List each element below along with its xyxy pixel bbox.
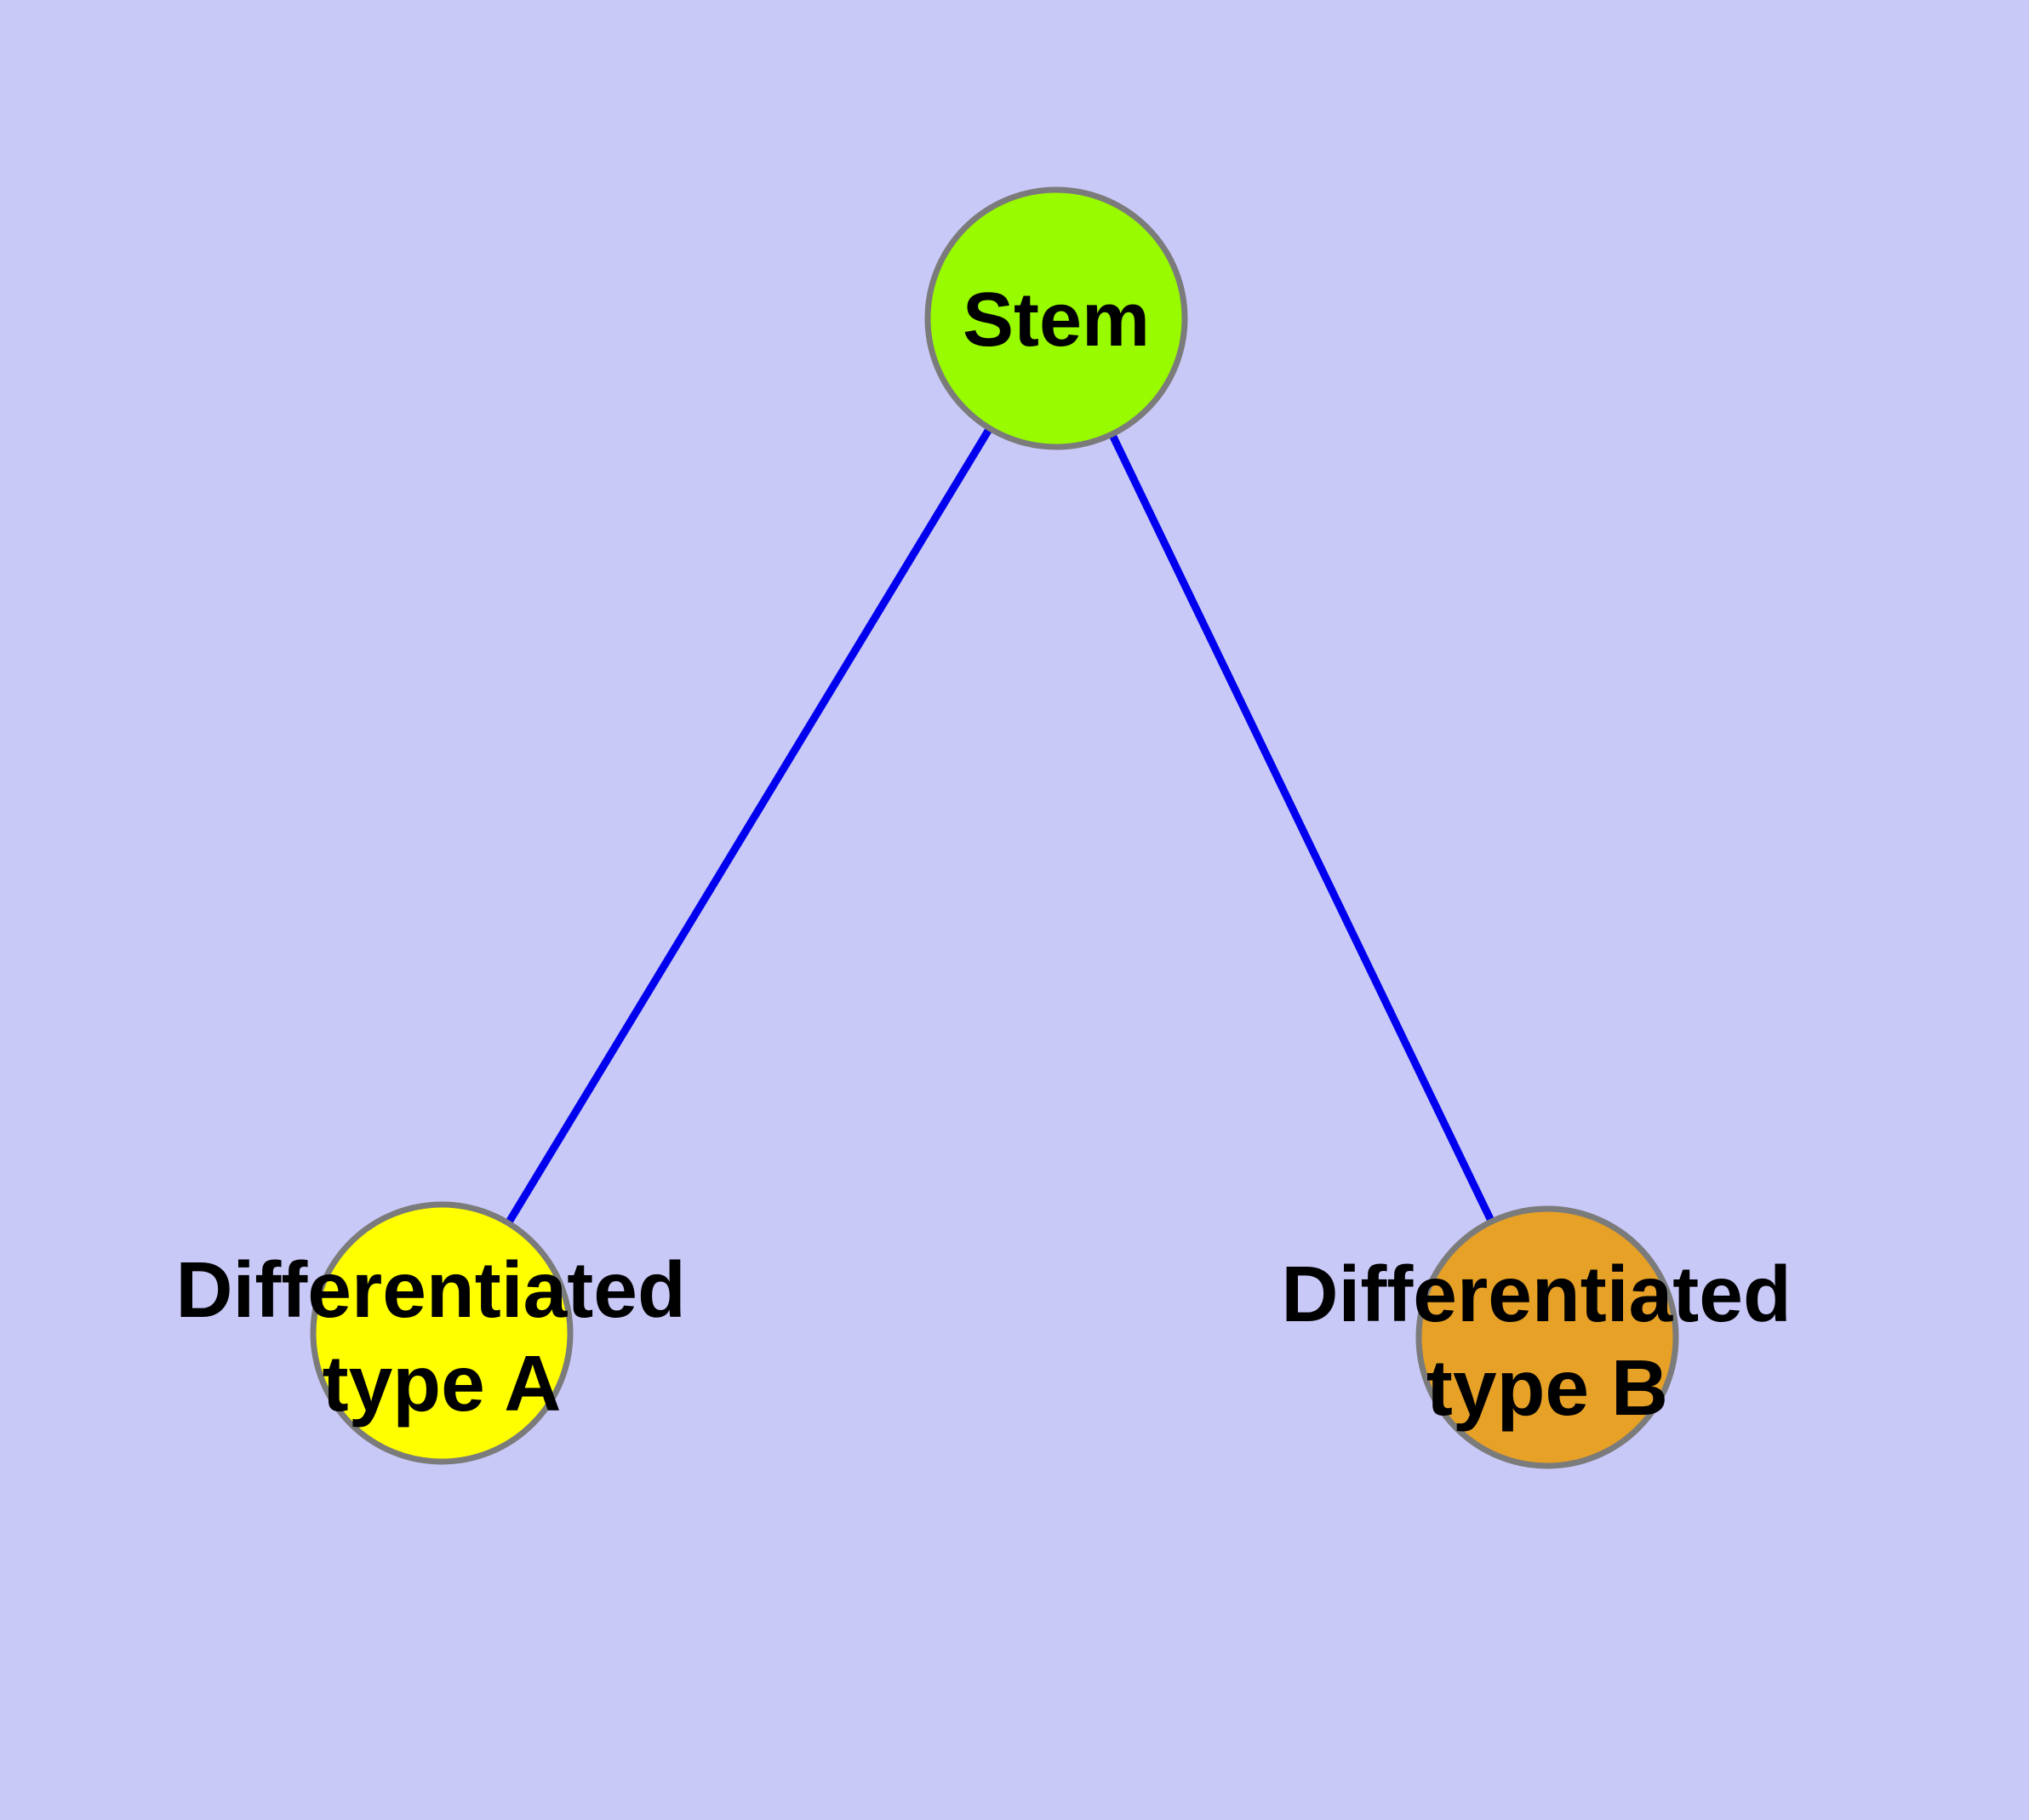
node-type-b-label-line2: type B bbox=[1426, 1343, 1668, 1432]
node-stem-circle bbox=[928, 190, 1185, 447]
node-type-b-circle bbox=[1419, 1209, 1676, 1466]
node-type-a-circle bbox=[313, 1205, 570, 1462]
node-differentiated-type-b: Differentiated type B bbox=[1281, 1205, 1813, 1469]
node-stem: Stem bbox=[924, 186, 1188, 450]
node-type-b-label-line1: Differentiated bbox=[1281, 1250, 1791, 1338]
edge-stem-to-type-b bbox=[1052, 317, 1552, 1339]
node-type-b-border bbox=[1415, 1205, 1679, 1469]
node-stem-border bbox=[924, 186, 1188, 450]
edge-stem-to-type-a bbox=[438, 316, 1060, 1336]
node-type-b-label: Differentiated type B bbox=[1281, 1250, 1813, 1432]
node-type-a-label-line1: Differentiated bbox=[175, 1245, 685, 1334]
node-type-a-label-line2: type A bbox=[323, 1339, 562, 1428]
node-type-a-border bbox=[310, 1201, 574, 1465]
node-type-a-label: Differentiated type A bbox=[175, 1245, 707, 1428]
node-stem-label: Stem bbox=[963, 278, 1150, 363]
node-differentiated-type-a: Differentiated type A bbox=[175, 1201, 707, 1465]
